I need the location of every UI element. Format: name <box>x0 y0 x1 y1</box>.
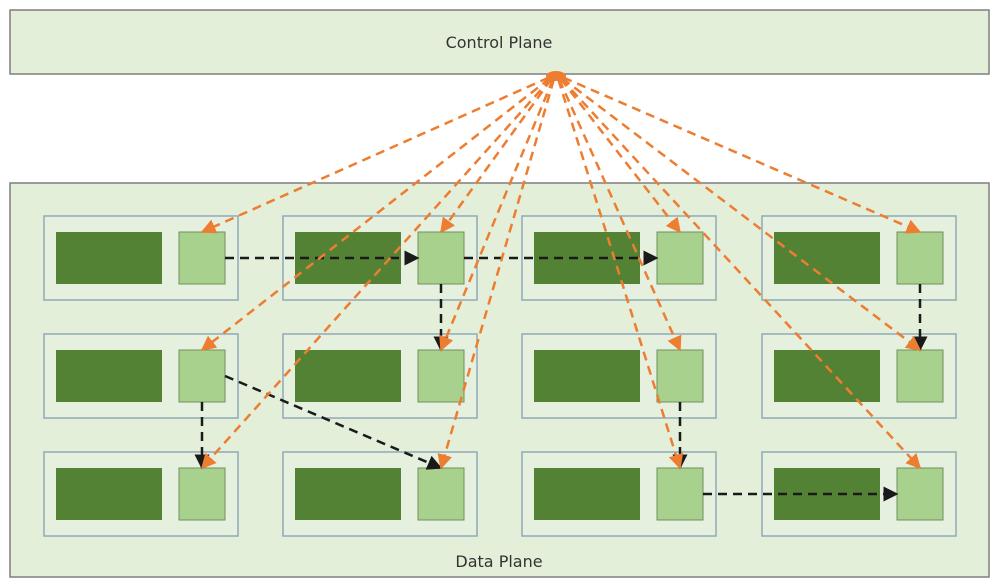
node-r3-c2 <box>282 451 478 537</box>
workload-block <box>56 350 162 402</box>
control-link-6 <box>439 79 555 352</box>
proxy-block <box>896 467 944 521</box>
control-links <box>200 76 922 470</box>
workload-block <box>774 232 880 284</box>
proxy-block <box>178 231 226 285</box>
workload-block <box>295 468 401 520</box>
proxy-block <box>417 467 465 521</box>
proxy-block <box>417 231 465 285</box>
control-link-10 <box>437 79 555 470</box>
proxy-block <box>656 467 704 521</box>
control-link-2 <box>439 78 553 234</box>
control-plane-box <box>9 9 990 75</box>
proxy-block <box>656 349 704 403</box>
data-link-6 <box>224 374 443 470</box>
node-r3-c3 <box>521 451 717 537</box>
control-link-9 <box>200 78 552 470</box>
node-r1-c3 <box>521 215 717 301</box>
workload-block <box>534 468 640 520</box>
control-link-11 <box>557 79 684 470</box>
node-r1-c4 <box>761 215 957 301</box>
proxy-block <box>896 231 944 285</box>
node-r3-c1 <box>43 451 239 537</box>
proxy-block <box>896 349 944 403</box>
control-link-5 <box>200 77 551 351</box>
control-plane: Control Plane <box>9 9 990 75</box>
control-link-3 <box>559 78 681 234</box>
proxy-block <box>178 467 226 521</box>
data-plane-label: Data Plane <box>455 552 542 571</box>
node-r1-c1 <box>43 215 239 301</box>
node-r2-c3 <box>521 333 717 419</box>
workload-block <box>295 350 401 402</box>
node-r2-c4 <box>761 333 957 419</box>
control-link-7 <box>558 79 682 352</box>
node-r2-c1 <box>43 333 239 419</box>
node-r2-c2 <box>282 333 478 419</box>
workload-block <box>56 232 162 284</box>
control-link-4 <box>562 76 922 234</box>
proxy-block <box>656 231 704 285</box>
workload-block <box>56 468 162 520</box>
control-link-12 <box>560 78 922 470</box>
workload-block <box>774 350 880 402</box>
control-plane-label: Control Plane <box>446 33 553 52</box>
proxy-block <box>178 349 226 403</box>
control-link-1 <box>200 76 550 234</box>
proxy-block <box>417 349 465 403</box>
workload-block <box>534 350 640 402</box>
control-plane-hub <box>546 71 566 81</box>
